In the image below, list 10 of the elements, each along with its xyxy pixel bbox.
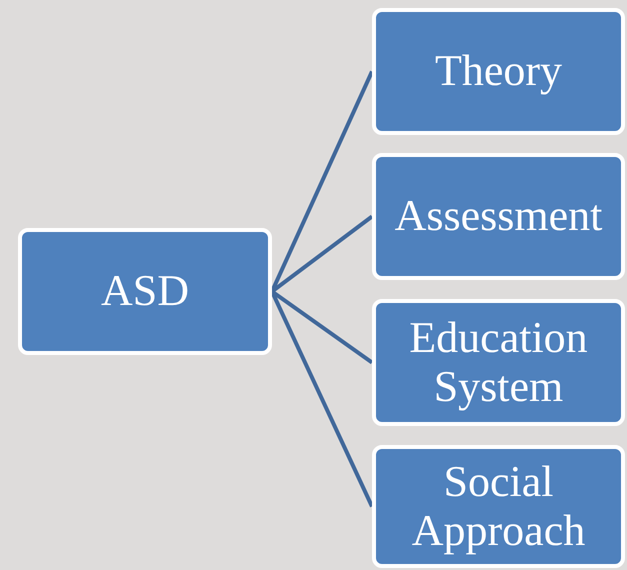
topic-box bbox=[372, 445, 625, 568]
box-label: Assessment bbox=[394, 192, 602, 241]
topic-box bbox=[372, 153, 625, 280]
box-label: ASD bbox=[100, 267, 190, 316]
box-label: Theory bbox=[434, 47, 562, 96]
root-box bbox=[18, 228, 272, 355]
box-label: Social Approach bbox=[410, 458, 586, 555]
box-label: Education System bbox=[408, 314, 589, 411]
topic-box bbox=[372, 299, 625, 426]
topic-box bbox=[372, 8, 625, 135]
